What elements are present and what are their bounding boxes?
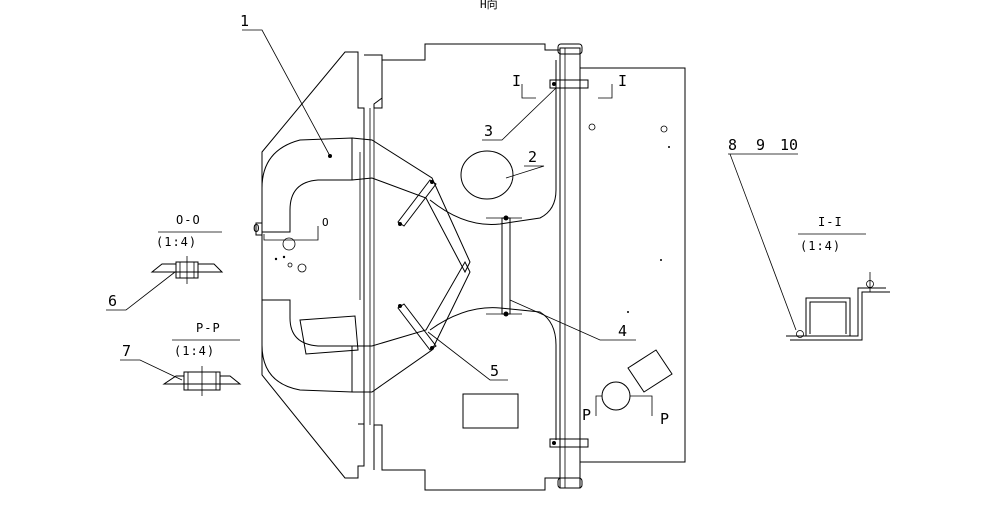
- svg-text:P-P: P-P: [196, 321, 221, 335]
- svg-text:I: I: [512, 72, 521, 90]
- callout-9: 9: [756, 136, 765, 154]
- callout-4: 4: [618, 322, 627, 340]
- duct-clamp-upper: [397, 179, 437, 227]
- svg-text:О-О: О-О: [176, 213, 201, 227]
- hole: [660, 125, 668, 133]
- svg-text:О: О: [253, 222, 260, 235]
- svg-text:(1:4): (1:4): [174, 344, 215, 358]
- side-lug: [255, 222, 263, 236]
- cover-plate: [299, 315, 359, 355]
- right-panel: [580, 67, 686, 463]
- callout-2: 2: [528, 148, 537, 166]
- lower-duct: [261, 260, 471, 393]
- side-panel: [261, 51, 365, 479]
- view-title: H向: [480, 0, 498, 11]
- callout-1: 1: [240, 12, 249, 30]
- svg-text:P: P: [582, 406, 591, 424]
- upper-duct: [261, 137, 471, 274]
- pump-fitting: [595, 381, 653, 416]
- filter-mesh: [460, 150, 514, 200]
- svg-text:(1:4): (1:4): [156, 235, 197, 249]
- callout-leaders: [106, 29, 798, 381]
- svg-text:I: I: [618, 72, 627, 90]
- detail-i-i: I-I (1:4): [786, 215, 890, 341]
- bolt-holes: [274, 237, 307, 273]
- hole: [588, 123, 596, 131]
- stay-rod: [486, 215, 522, 317]
- callout-3: 3: [484, 122, 493, 140]
- svg-text:(1:4): (1:4): [800, 239, 841, 253]
- callout-6: 6: [108, 292, 117, 310]
- callout-5: 5: [490, 362, 499, 380]
- nameplate: [462, 393, 519, 429]
- duct-clamp-lower: [397, 303, 437, 351]
- callout-10: 10: [780, 136, 798, 154]
- section-marker-i: I I: [512, 72, 627, 99]
- callout-7: 7: [122, 342, 131, 360]
- section-marker-o: О О: [253, 216, 329, 241]
- clamp-strap-bottom: [549, 438, 589, 448]
- clamp-strap-top: [549, 79, 589, 89]
- svg-text:О: О: [322, 216, 329, 229]
- callout-8: 8: [728, 136, 737, 154]
- detail-o-o: О-О (1:4): [150, 213, 224, 284]
- tag-plate: [627, 349, 673, 393]
- svg-text:P: P: [660, 410, 669, 428]
- channel-curves: [429, 60, 557, 440]
- section-marker-p: P P: [582, 406, 669, 428]
- detail-p-p: P-P (1:4): [162, 321, 242, 396]
- main-frame: [364, 43, 583, 491]
- svg-text:I-I: I-I: [818, 215, 843, 229]
